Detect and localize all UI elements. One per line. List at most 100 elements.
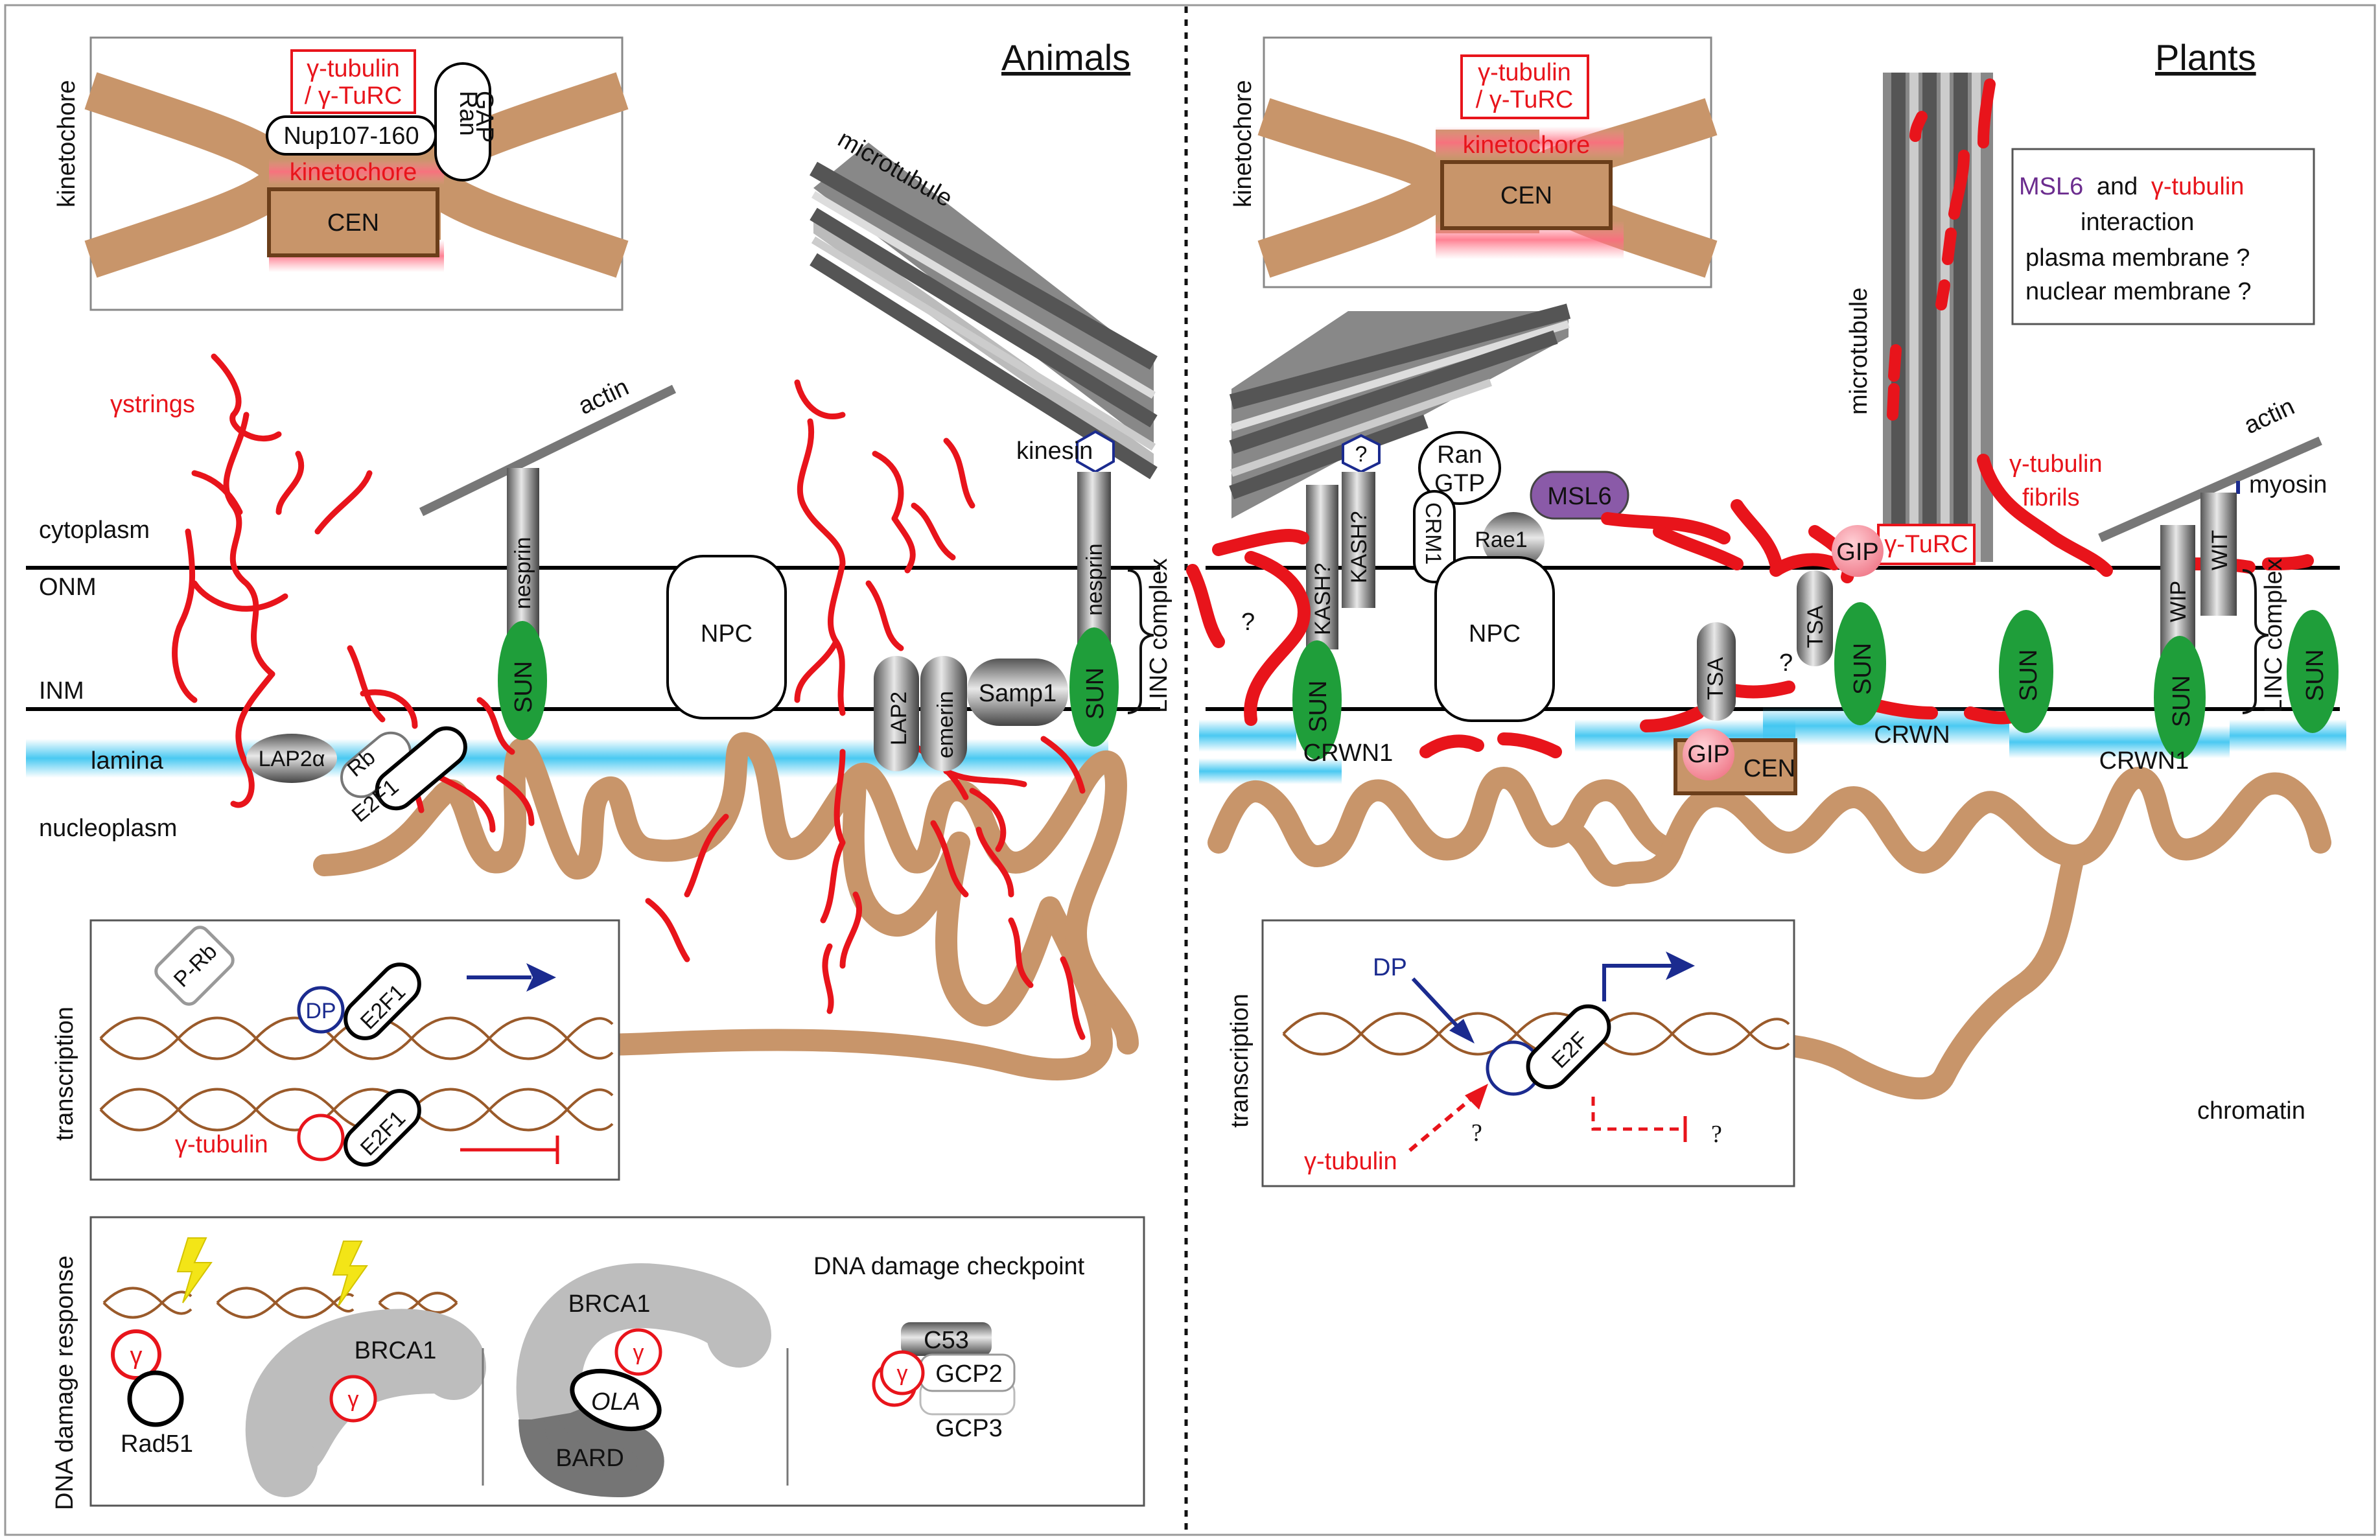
wip-label: WIP: [2166, 581, 2191, 622]
gip-protein-top: [1832, 525, 1884, 577]
cen-box-plants: [1440, 160, 1613, 230]
gip-label-lower: GIP: [1687, 741, 1729, 768]
e2f1-bottom: [344, 1089, 421, 1167]
dna-damage-checkpoint-label: DNA damage checkpoint: [813, 1253, 1085, 1280]
cen-box-animals: [267, 187, 439, 257]
ola-oval: [570, 1368, 662, 1432]
sun-plants-4: [2154, 636, 2206, 759]
c53-label: C53: [924, 1327, 969, 1354]
gamma-label-dna-2: γ: [348, 1387, 359, 1412]
gamma-tubulin-label-plants-1: γ-tubulin: [1478, 59, 1571, 86]
msl6-info-msl6: MSL6: [2019, 173, 2083, 200]
sun-label-plants-5: SUN: [2302, 649, 2329, 701]
npc-plants: [1434, 556, 1555, 722]
outer-frame: [4, 4, 2376, 1536]
gamma-tubulin-label-animals-2: / γ-TuRC: [305, 82, 402, 110]
activation-arrow-plants: [1602, 964, 1672, 1001]
gamma-fibrils-label-1: γ-tubulin: [2009, 450, 2103, 478]
gamma-strings-network: [172, 353, 1086, 1040]
sun-plants-2: [1834, 602, 1886, 725]
rb-e2f1-complex: [340, 726, 467, 811]
msl6-label: MSL6: [1547, 483, 1611, 510]
microtubule-plants-vertical: [1883, 73, 1993, 562]
dp-circle-animals: [297, 986, 345, 1034]
nesprin-label-animals-2: nesprin: [1082, 543, 1107, 616]
lightning-2: [332, 1241, 368, 1307]
lamina-right-2: [1199, 758, 1342, 784]
gamma-tubulin-label-plants-tx: γ-tubulin: [1304, 1148, 1397, 1175]
sun-label-animals-2: SUN: [1082, 668, 1109, 719]
kash-question-mark: ?: [1355, 442, 1368, 467]
msl6-info-line2: interaction: [2081, 209, 2194, 236]
gamma-tubulin-box-plants: [1460, 54, 1589, 119]
kash-label-1: KASH?: [1311, 563, 1335, 636]
nucleoplasm-label: nucleoplasm: [39, 815, 177, 842]
microtubule-label-plants: microtubule: [1845, 288, 1872, 415]
brca1-shape-1: [286, 1353, 447, 1473]
gcp3-label: GCP3: [935, 1415, 1002, 1442]
linc-label-plants: LINC complex: [2260, 558, 2287, 713]
crwn1-label-1: CRWN1: [1303, 740, 1394, 767]
emerin-label: emerin: [933, 691, 958, 758]
wit-rod: [2200, 493, 2237, 616]
kash-rod-2: [1342, 472, 1375, 608]
transcription-side-label-left: transcription: [51, 1007, 78, 1141]
onm-label: ONM: [39, 574, 97, 601]
gip-protein-lower: [1683, 729, 1734, 780]
nesprin-rod-animals-2: [1077, 472, 1111, 647]
gamma-circle-dna-3: [614, 1328, 662, 1376]
cytoplasm-label: cytoplasm: [39, 517, 150, 544]
kinesin-label: kinesin: [1016, 438, 1093, 465]
tsa-label-lower: TSA: [1703, 657, 1728, 700]
gamma-tubulin-box-animals: [290, 49, 416, 114]
msl6-info-and: and: [2097, 173, 2138, 200]
gamma-fibrils-mt: [1887, 78, 1996, 421]
actin-filament-plants: [2098, 436, 2322, 542]
crm1-label: CRM1: [1421, 502, 1445, 565]
crm1-oval: [1413, 490, 1456, 583]
dna-damage-side-label: DNA damage response: [51, 1255, 78, 1510]
animals-title: Animals: [1001, 37, 1130, 78]
microtubule-animals: [810, 143, 1158, 480]
sun-label-animals-1: SUN: [510, 661, 537, 713]
msl6-info-line4: nuclear membrane ?: [2025, 278, 2252, 305]
myosin-label: myosin: [2249, 471, 2327, 498]
tsa-protein-top: [1797, 570, 1833, 666]
question-plants-tx-1: ?: [1471, 1119, 1482, 1147]
gamma-tubulin-label-plants-2: / γ-TuRC: [1476, 86, 1574, 113]
activation-arrowhead-plants: [1666, 951, 1695, 980]
lap2-protein: [874, 656, 919, 771]
gamma-strings-label: γstrings: [110, 391, 195, 418]
gamma-label-dna-4: γ: [897, 1361, 908, 1386]
rangap-oval: [434, 62, 491, 181]
actin-label-plants: actin: [2240, 393, 2299, 439]
gip-label-top: GIP: [1836, 539, 1878, 566]
npc-animals: [666, 555, 787, 719]
tsa-protein-lower: [1697, 622, 1736, 721]
e2f1-top: [344, 962, 421, 1040]
msl6-info-gamma: γ-tubulin: [2151, 173, 2245, 200]
npc-label-plants: NPC: [1469, 620, 1521, 648]
gamma-circle-dna-2: [329, 1375, 377, 1423]
wit-label: WIT: [2208, 530, 2232, 570]
brca1-label-2: BRCA1: [568, 1290, 651, 1318]
brca1-shape-1b: [245, 1309, 486, 1497]
rae1-protein: [1482, 512, 1545, 569]
nesprin-rod-animals-1: [507, 468, 539, 643]
linc-bracket-plants: [2242, 569, 2269, 714]
rad51-label: Rad51: [121, 1430, 193, 1458]
dp-label-plants: DP: [1373, 954, 1407, 981]
dp-label-animals: DP: [305, 999, 336, 1023]
gamma-fibrils-membrane: [1186, 454, 2314, 758]
broken-dna: [102, 1287, 458, 1319]
tsa-label-top: TSA: [1803, 605, 1828, 648]
gamma-circle-dna-4: [880, 1350, 925, 1395]
gamma-tubulin-label-transcription: γ-tubulin: [175, 1131, 268, 1158]
actin-filament-animals: [419, 384, 677, 517]
linc-label-animals: LINC complex: [1145, 558, 1172, 713]
dp-arrowhead-plants: [1449, 1019, 1475, 1044]
lamina-right-6: [2230, 719, 2346, 752]
gamma-tubulin-label-animals-1: γ-tubulin: [307, 55, 400, 82]
sun-label-plants-1: SUN: [1305, 681, 1332, 732]
linc-bracket-animals: [1127, 569, 1154, 714]
